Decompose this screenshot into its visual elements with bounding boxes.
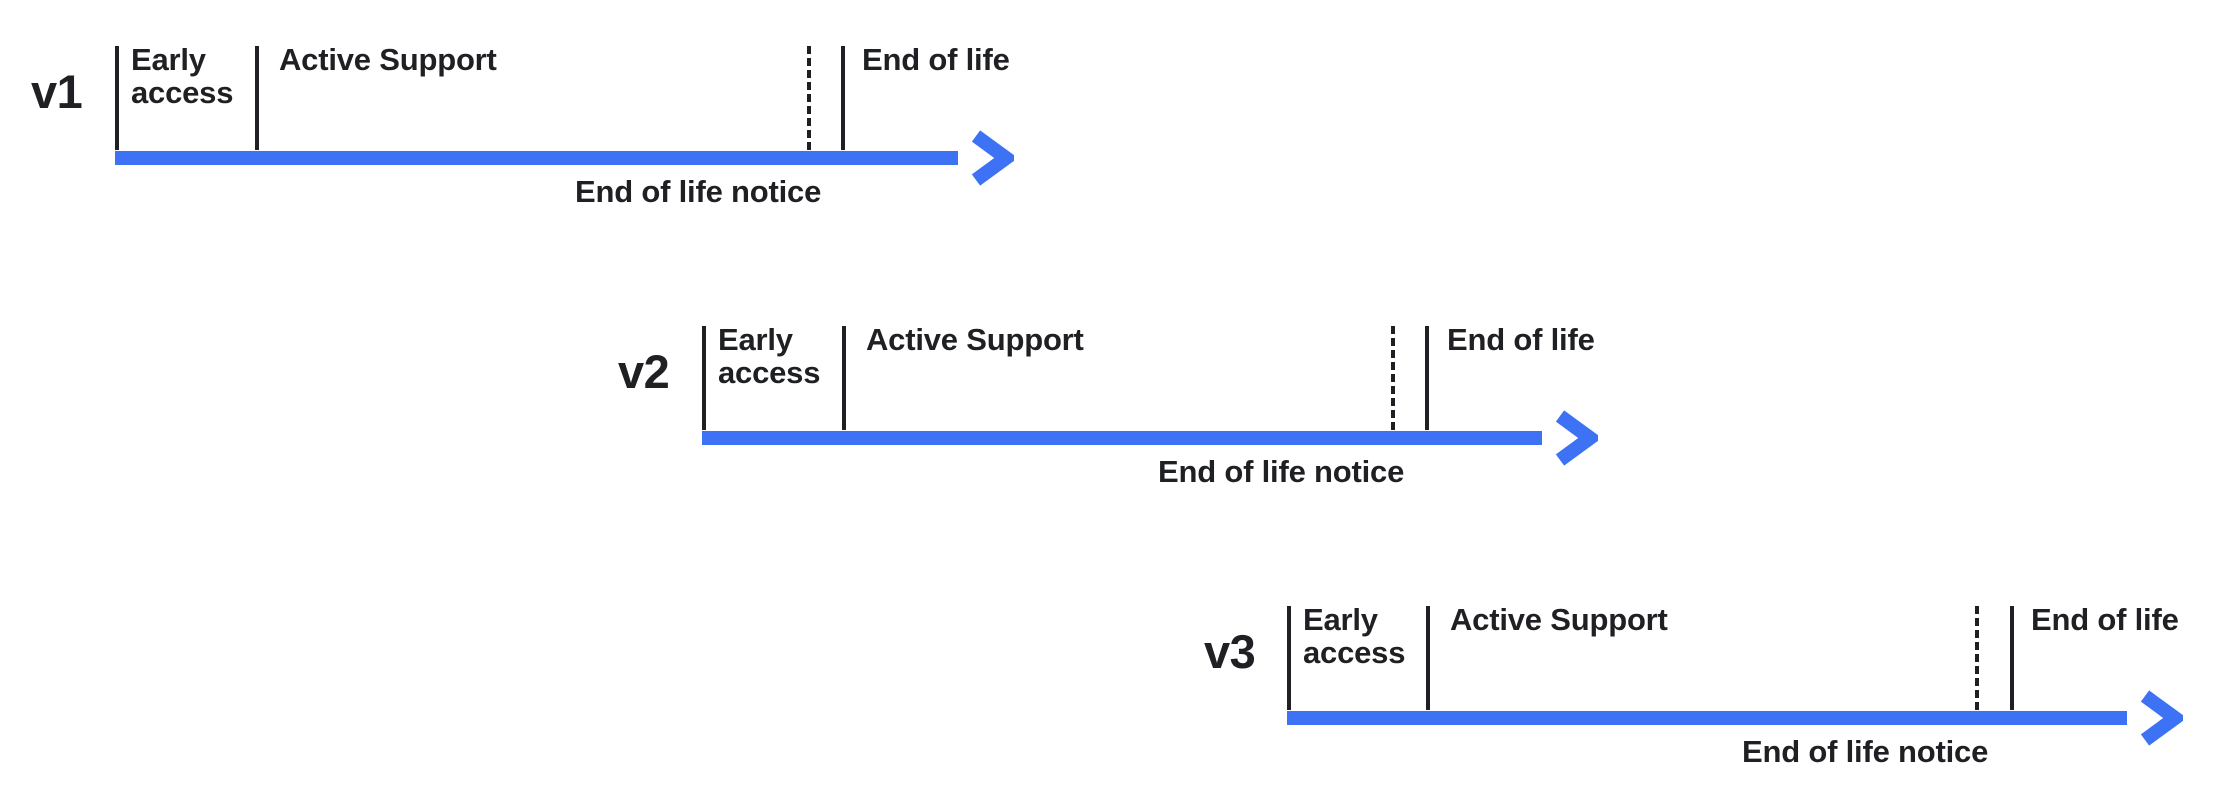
phase-label-end-of-life-v2: End of life [1447, 322, 1595, 357]
tick-end-of-life-notice-v2 [1391, 326, 1395, 430]
notice-label-v3: End of life notice [1742, 734, 1989, 769]
lifecycle-arrow-head-v3 [2123, 688, 2187, 748]
phase-label-active-support-v1: Active Support [279, 42, 497, 77]
lifecycle-arrow-v3 [1287, 688, 2187, 748]
lifecycle-arrow-bar-v3 [1287, 711, 2127, 725]
tick-active-support-v3 [1426, 606, 1430, 710]
notice-label-v2: End of life notice [1158, 454, 1405, 489]
version-label-v2: v2 [618, 345, 670, 398]
version-label-v1: v1 [31, 65, 83, 118]
tick-active-support-v1 [255, 46, 259, 150]
phase-label-active-support-v2: Active Support [866, 322, 1084, 357]
version-label-v3: v3 [1204, 625, 1256, 678]
lifecycle-arrow-bar-v1 [115, 151, 958, 165]
phase-label-early-access-v1: Early access [131, 42, 234, 111]
lifecycle-arrow-v2 [702, 408, 1602, 468]
phase-label-end-of-life-v1: End of life [862, 42, 1010, 77]
lifecycle-arrow-bar-v2 [702, 431, 1542, 445]
notice-label-v1: End of life notice [575, 174, 822, 209]
phase-label-active-support-v3: Active Support [1450, 602, 1668, 637]
tick-end-of-life-notice-v3 [1975, 606, 1979, 710]
tick-end-of-life-notice-v1 [807, 46, 811, 150]
phase-label-early-access-v3: Early access [1303, 602, 1406, 671]
tick-early-access-v1 [115, 46, 119, 150]
tick-end-of-life-v3 [2010, 606, 2014, 710]
lifecycle-arrow-head-v1 [954, 128, 1018, 188]
tick-end-of-life-v2 [1425, 326, 1429, 430]
phase-label-end-of-life-v3: End of life [2031, 602, 2179, 637]
tick-early-access-v3 [1287, 606, 1291, 710]
lifecycle-arrow-head-v2 [1538, 408, 1602, 468]
tick-end-of-life-v1 [841, 46, 845, 150]
tick-active-support-v2 [842, 326, 846, 430]
tick-early-access-v2 [702, 326, 706, 430]
phase-label-early-access-v2: Early access [718, 322, 821, 391]
lifecycle-arrow-v1 [115, 128, 1018, 188]
